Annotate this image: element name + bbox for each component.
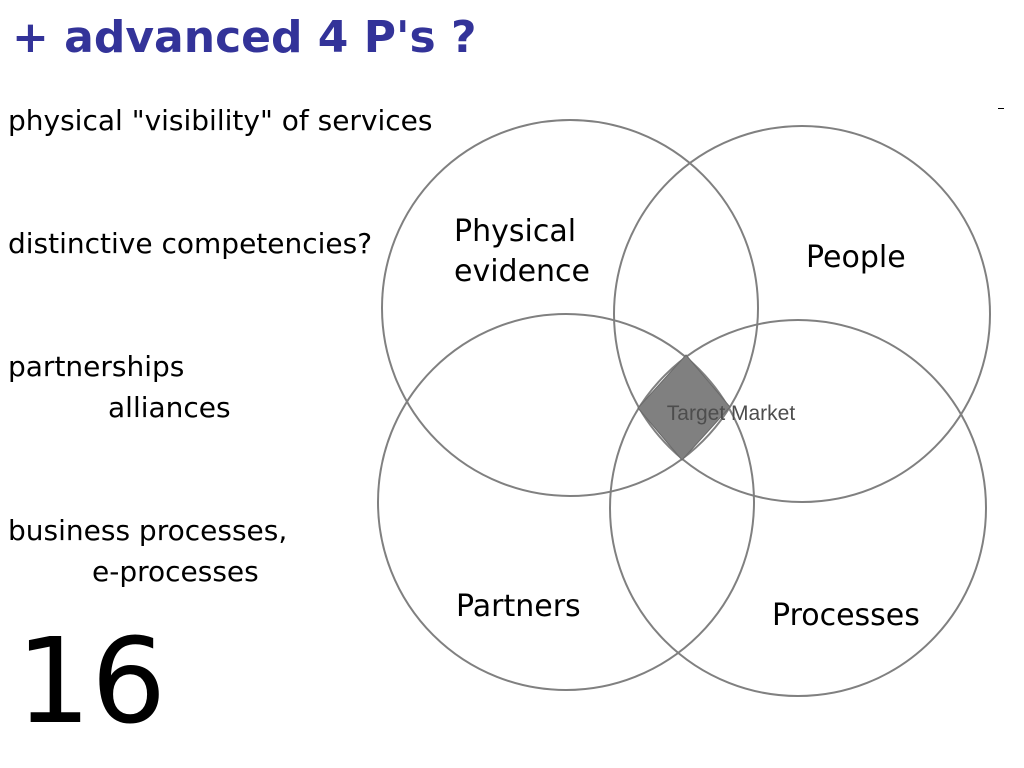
bullet-subtext: alliances [108,391,231,424]
processes-label: Processes [772,598,920,633]
target-market-label: Target Market [667,402,796,425]
physical-evidence-label-line1: Physical [454,214,577,249]
bullet-distinctive-competencies: distinctive competencies? [8,223,372,264]
physical-evidence-circle [381,119,759,497]
bullet-text: partnerships [8,350,185,383]
target-market-diamond [637,354,731,461]
people-label: People [806,240,906,275]
bullet-subtext: e-processes [92,555,259,588]
physical-evidence-label: Physical evidence [454,212,590,292]
page-number: 16 [16,612,167,750]
bullet-text: business processes, [8,514,288,547]
dash-mark [998,108,1004,109]
physical-evidence-label-line2: evidence [454,254,591,289]
bullet-partnerships: partnerships alliances [8,346,231,428]
partners-circle [377,313,755,691]
bullet-text: physical "visibility" of services [8,104,433,137]
bullet-physical-visibility: physical "visibility" of services [8,100,433,141]
slide-title: + advanced 4 P's ? [12,12,477,63]
people-circle [613,125,991,503]
processes-circle [609,319,987,697]
bullet-text: distinctive competencies? [8,227,373,260]
partners-label: Partners [456,589,581,624]
bullet-business-processes: business processes, e-processes [8,510,287,592]
